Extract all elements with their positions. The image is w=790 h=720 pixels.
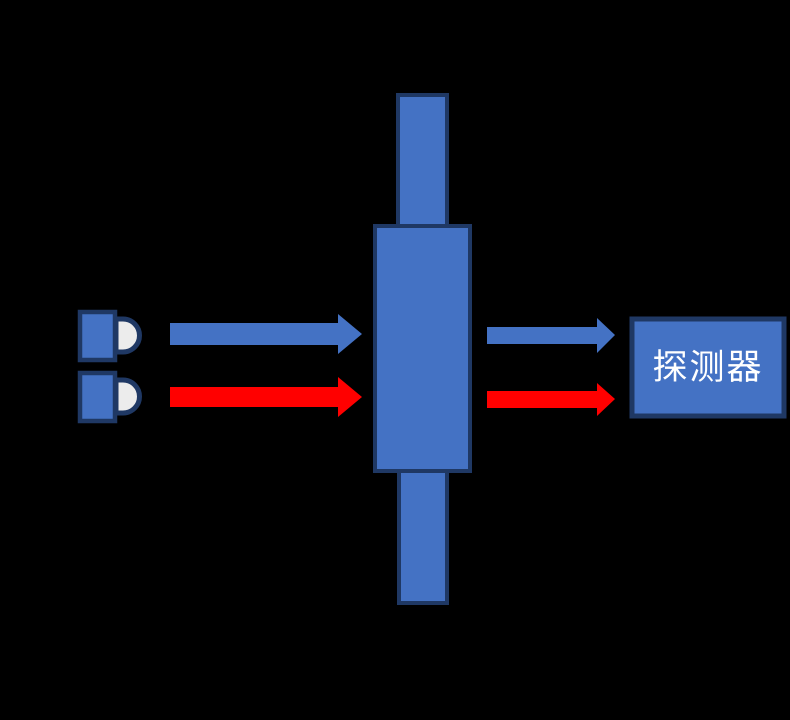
- cell-bottom-tube: [397, 463, 449, 605]
- detector: 探测器: [629, 316, 787, 419]
- beam-out-blue-arrow-icon: [487, 318, 615, 353]
- sample-cell: [373, 93, 472, 605]
- light-source-bottom: [77, 370, 142, 424]
- beam-out-red-arrow-icon: [487, 383, 615, 416]
- beam-in-blue-arrow-icon: [170, 314, 362, 354]
- beam-in-red-arrow-icon: [170, 377, 362, 417]
- led-body-icon: [77, 309, 118, 363]
- led-body-icon: [77, 370, 118, 424]
- detector-box: [629, 316, 787, 419]
- led-dome-icon: [113, 316, 142, 355]
- cell-body: [373, 224, 472, 473]
- detector-label: 探测器: [652, 348, 763, 388]
- led-dome-icon: [113, 377, 142, 416]
- cell-top-tube: [396, 93, 449, 237]
- light-source-top: [77, 309, 142, 363]
